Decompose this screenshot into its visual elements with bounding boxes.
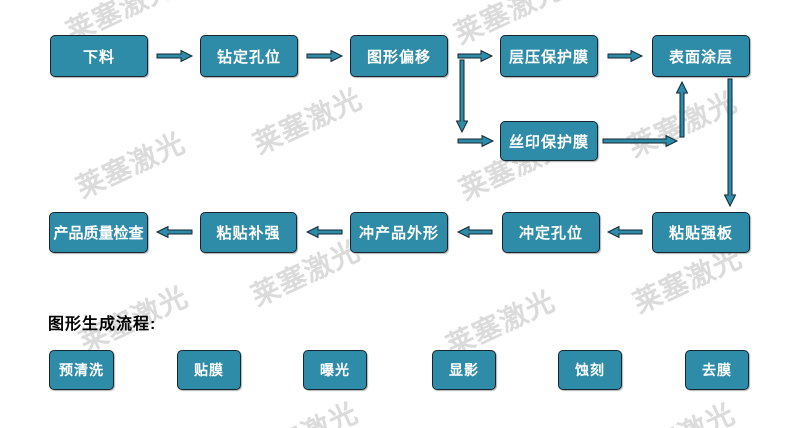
node-pre-clean: 预清洗 (49, 350, 114, 390)
arrow-pattern-offset-to-laminate (457, 49, 494, 63)
pattern-flow-heading: 图形生成流程: (48, 316, 157, 333)
arrow-silkscreen-right (602, 134, 679, 148)
arrow-silkscreen-up-to-coating (675, 80, 689, 138)
node-punch-locating-holes: 冲定孔位 (502, 212, 600, 253)
node-silkscreen-protective-film: 丝印保护膜 (500, 121, 598, 161)
node-drill-locating-holes: 钻定孔位 (200, 35, 298, 77)
arrow-pattern-offset-branch-down (455, 59, 469, 134)
node-film-laminate: 贴膜 (177, 350, 241, 390)
arrow-outline-to-reinforcement (305, 225, 343, 239)
node-develop: 显影 (432, 350, 496, 390)
node-paste-reinforcement: 粘贴补强 (200, 212, 297, 253)
arrow-drill-to-pattern-offset (306, 49, 344, 63)
node-punch-product-outline: 冲产品外形 (350, 212, 448, 253)
arrow-coating-down-to-stiffener (723, 78, 737, 208)
node-strip-film: 去膜 (685, 350, 749, 390)
node-exposure: 曝光 (303, 350, 367, 390)
arrow-reinforcement-to-inspection (155, 225, 193, 239)
arrow-stiffener-to-punch-holes (606, 225, 643, 239)
node-paste-stiffener: 粘贴强板 (652, 212, 750, 253)
arrow-punch-holes-to-outline (456, 225, 493, 239)
node-surface-coating: 表面涂层 (652, 35, 750, 77)
arrow-blanking-to-drill (156, 49, 194, 63)
node-product-quality-inspection: 产品质量检查 (49, 212, 148, 253)
arrow-laminate-to-coating (607, 49, 644, 63)
node-etch: 蚀刻 (558, 350, 622, 390)
arrow-branch-to-silkscreen (457, 134, 495, 148)
node-laminate-protective-film: 层压保护膜 (500, 35, 598, 77)
node-pattern-offset: 图形偏移 (350, 35, 448, 77)
node-blanking: 下料 (50, 35, 148, 77)
